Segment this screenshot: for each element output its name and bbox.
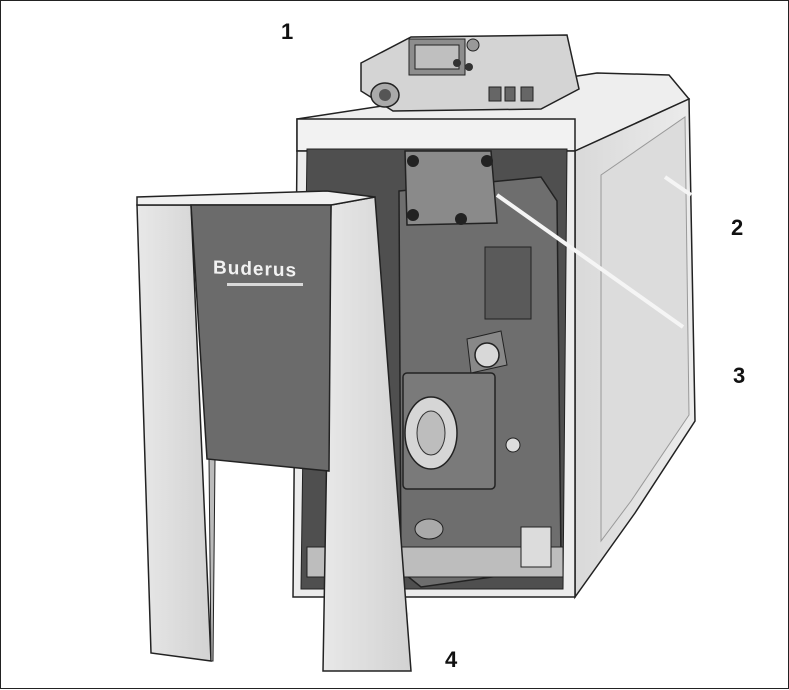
brand-logo: Buderus bbox=[213, 257, 298, 282]
callout-number-2: 2 bbox=[731, 215, 744, 240]
callout-number-1: 1 bbox=[281, 19, 294, 44]
callout-number-3: 3 bbox=[733, 363, 746, 388]
leader-line-3 bbox=[495, 193, 685, 329]
brand-sub-line bbox=[227, 283, 303, 286]
door-front-cover bbox=[190, 204, 332, 472]
control-unit bbox=[360, 34, 580, 112]
heat-exchanger bbox=[306, 150, 564, 588]
callout-number-4: 4 bbox=[445, 647, 458, 672]
front-door-panel bbox=[136, 190, 412, 672]
leader-line-2 bbox=[663, 175, 693, 197]
